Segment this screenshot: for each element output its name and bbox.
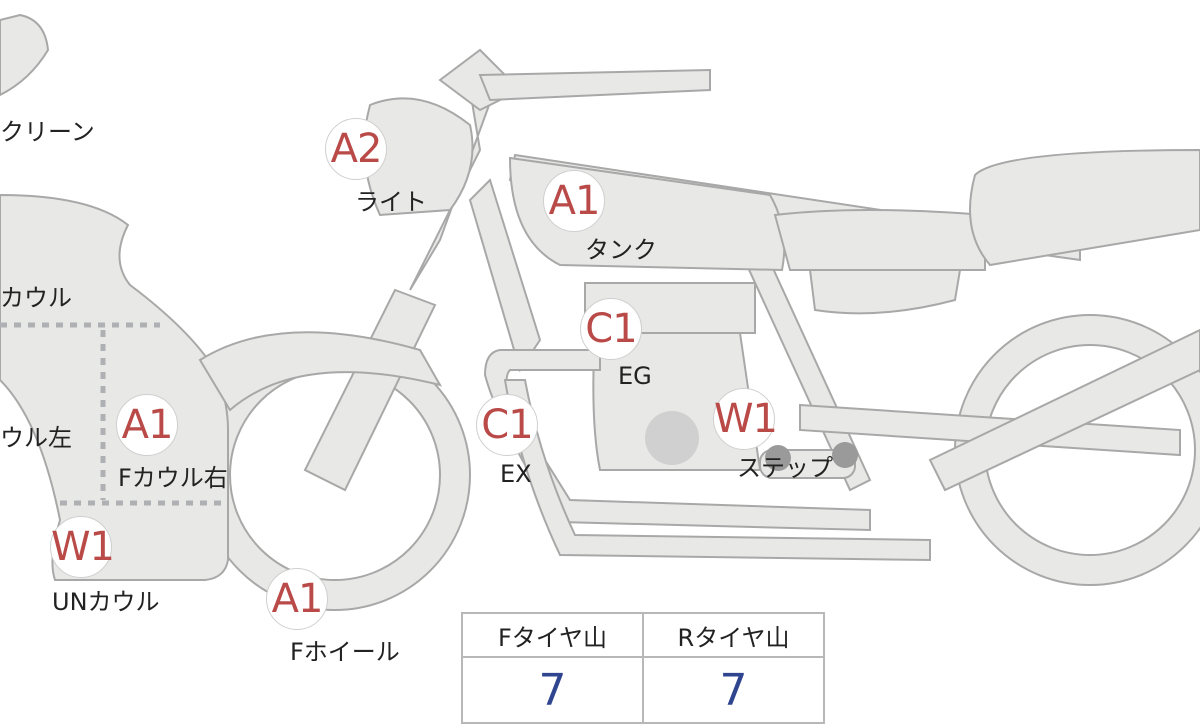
grade-badge-tank[interactable]: A1 (543, 170, 605, 232)
label-cowl: カウル (0, 284, 72, 312)
label-fcowl-left: ウル左 (0, 424, 72, 452)
label-exhaust: EX (500, 460, 532, 488)
cowl-shape (0, 193, 229, 581)
label-tank: タンク (585, 236, 657, 264)
header-rear-tyre: Rタイヤ山 (642, 612, 825, 658)
value-front-tyre: 7 (461, 656, 644, 724)
label-engine: EG (618, 362, 652, 390)
label-under-cowl: UNカウル (52, 588, 160, 616)
grade-badge-light[interactable]: A2 (325, 118, 387, 180)
label-light: ライト (355, 188, 427, 216)
grade-badge-fcowl-right[interactable]: A1 (116, 394, 178, 456)
header-front-tyre: Fタイヤ山 (461, 612, 644, 658)
label-screen: クリーン (0, 118, 95, 146)
seat-shape (773, 209, 986, 271)
grade-badge-step[interactable]: W1 (713, 388, 778, 450)
grade-badge-under-cowl[interactable]: W1 (50, 516, 115, 578)
grade-badge-engine[interactable]: C1 (580, 298, 642, 360)
fork (303, 288, 437, 492)
screen-shape (0, 13, 50, 97)
grade-badge-exhaust[interactable]: C1 (476, 394, 538, 456)
value-rear-tyre: 7 (642, 656, 825, 724)
grade-badge-front-wheel[interactable]: A1 (266, 568, 328, 630)
tyre-tread-table: Fタイヤ山 Rタイヤ山 7 7 (461, 612, 825, 724)
label-fcowl-right: Fカウル右 (118, 464, 228, 492)
label-step: ステップ (737, 454, 833, 482)
label-front-wheel: Fホイール (290, 638, 400, 666)
